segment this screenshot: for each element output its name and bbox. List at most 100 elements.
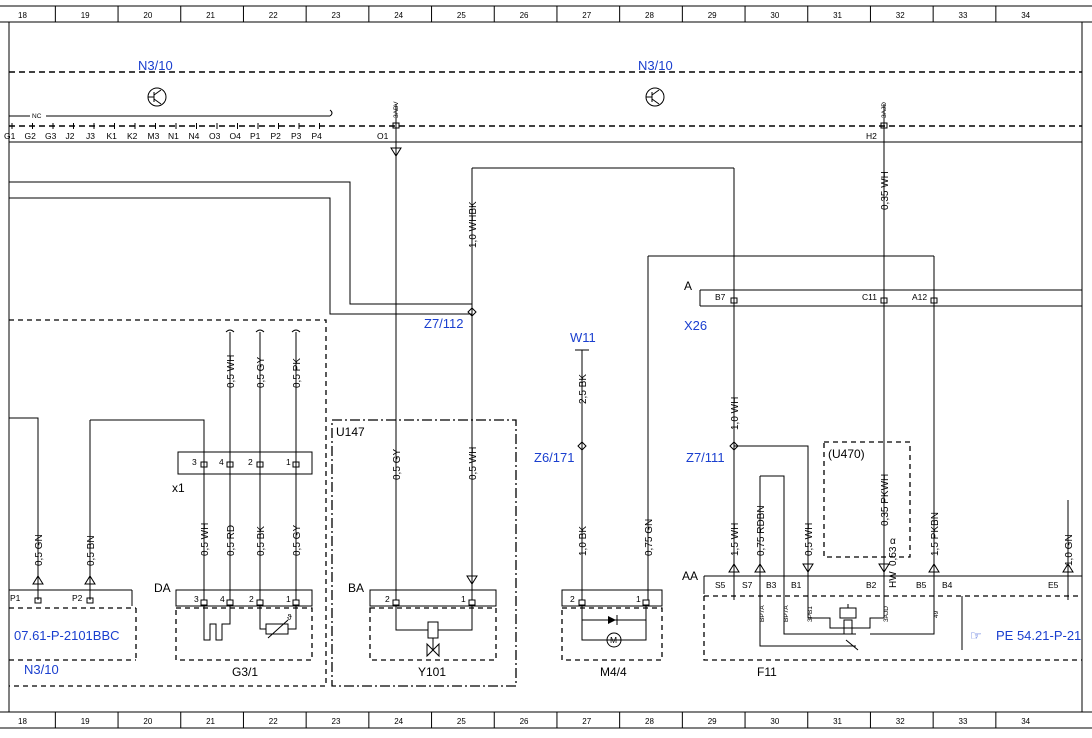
wire-label-05bn: 0,5 BN xyxy=(86,535,97,566)
grid-column-label: 21 xyxy=(206,717,215,726)
n3-10-label-left: N3/10 xyxy=(138,58,173,73)
wire-left-lower xyxy=(9,197,472,315)
g3-1-box xyxy=(175,607,313,661)
wire-label-10wh: 1,0 WH xyxy=(730,397,741,430)
grid-column-label: 25 xyxy=(457,11,466,20)
ntc-sensor-slash xyxy=(267,619,289,639)
grid-column-label: 18 xyxy=(18,717,27,726)
wire-05gn xyxy=(9,417,39,600)
wire-label-05wh-a: 0,5 WH xyxy=(226,355,237,388)
wire-label-035pkwh: 0,35 PKWH xyxy=(880,474,891,526)
f11-bp7a-1: BP7A xyxy=(759,605,766,622)
left-pin-p1: P1 xyxy=(10,593,21,603)
aa-pin-b2: B2 xyxy=(866,580,877,590)
wire-z7-111-branch xyxy=(734,445,809,600)
splice-z7-112 xyxy=(467,307,477,317)
x1-label: x1 xyxy=(172,481,185,495)
relay-coil-icon xyxy=(839,607,857,619)
grid-column-label: 22 xyxy=(269,717,278,726)
grid-column-label: 29 xyxy=(708,11,717,20)
wire-label-075rdbn: 0,75 RDBN xyxy=(756,505,767,556)
da-pin: 1 xyxy=(286,594,291,604)
x26-label: X26 xyxy=(684,318,707,333)
arrow-icons xyxy=(32,563,1074,585)
ecu-pin-label: M3 xyxy=(148,131,160,141)
f11-49: 49 xyxy=(933,610,940,618)
x26-pin-a12: A12 xyxy=(912,292,927,302)
grid-column-label: 24 xyxy=(394,11,403,20)
motor-icon xyxy=(606,632,622,648)
aa-pin-b3: B3 xyxy=(766,580,777,590)
ntc-sensor-icon xyxy=(265,623,289,635)
x1-pin: 2 xyxy=(248,457,253,467)
ecu-pin-label: G1 xyxy=(4,131,16,141)
wire-label-10gn: 1,0 GN xyxy=(1064,534,1075,566)
wire-label-15wh: 1,5 WH xyxy=(730,523,741,556)
wire-label-035wh-top: 0,35 WH xyxy=(880,171,891,210)
da-pin: 2 xyxy=(249,594,254,604)
ba-label: BA xyxy=(348,581,364,595)
grid-column-label: 20 xyxy=(143,11,152,20)
splice-z6-171 xyxy=(577,441,587,451)
arrow-y101 xyxy=(466,575,478,585)
x26-pin-b7: B7 xyxy=(715,292,726,302)
theta-symbol: ϑ xyxy=(287,612,292,622)
nc-label: NC xyxy=(32,113,42,120)
aa-pin-b4: B4 xyxy=(942,580,953,590)
m44-pin: 1 xyxy=(636,594,641,604)
ecu-pin-label: J2 xyxy=(66,131,75,141)
grid-column-label: 31 xyxy=(833,11,842,20)
ref-right: PE 54.21-P-21 xyxy=(996,628,1081,643)
wire-rdbn-top xyxy=(760,475,785,600)
ecu-pin-label: P4 xyxy=(312,131,323,141)
grid-column-label: 19 xyxy=(81,11,90,20)
da-pin: 4 xyxy=(220,594,225,604)
u147-box xyxy=(331,419,517,687)
wire-label-075gn: 0,75 GN xyxy=(644,519,655,556)
u470-box xyxy=(823,441,911,558)
z6-171-label: Z6/171 xyxy=(534,450,574,465)
wire-label-05wh-c: 0,5 WH xyxy=(804,523,815,556)
grid-column-label: 23 xyxy=(332,11,341,20)
f11-3pb1: 3PB1 xyxy=(807,606,814,622)
ecu-pin-label: P2 xyxy=(271,131,282,141)
grid-column-label: 34 xyxy=(1021,11,1030,20)
ecu-pin-label: G3 xyxy=(45,131,57,141)
da-label: DA xyxy=(154,581,171,595)
aa-pin-s7: S7 xyxy=(742,580,753,590)
x1-pin: 1 xyxy=(286,457,291,467)
transistor-icon xyxy=(645,87,665,107)
grid-column-label: 30 xyxy=(770,11,779,20)
alpha-symbol: α xyxy=(890,536,896,547)
grid-column-label: 20 xyxy=(143,717,152,726)
wire-label-10bk: 1,0 BK xyxy=(578,526,589,556)
x1-connector xyxy=(177,451,313,475)
wire-label-05wh-u147: 0,5 WH xyxy=(468,447,479,480)
da-connector xyxy=(175,589,313,607)
m4-4-label: M4/4 xyxy=(600,665,627,679)
grid-column-label: 26 xyxy=(520,717,529,726)
ecu-pin-label: O4 xyxy=(230,131,242,141)
wire-label-05bk: 0,5 BK xyxy=(256,526,267,556)
ecu-pin-label: G2 xyxy=(25,131,37,141)
ba-pin: 2 xyxy=(385,594,390,604)
wire-label-053: 0,53 xyxy=(888,546,899,566)
left-pin-p2: P2 xyxy=(72,593,83,603)
grid-column-label: 28 xyxy=(645,717,654,726)
m4-4-connector xyxy=(561,589,663,607)
valve-wiring xyxy=(395,606,473,631)
diode-icon xyxy=(608,616,616,624)
grid-column-label: 33 xyxy=(959,11,968,20)
sensor-wires xyxy=(225,329,301,600)
wire-label-05gy-a: 0,5 GY xyxy=(256,357,267,388)
z7-112-label: Z7/112 xyxy=(424,316,464,331)
aa-pin-e5: E5 xyxy=(1048,580,1059,590)
grid-column-label: 31 xyxy=(833,717,842,726)
aa-connector xyxy=(703,575,1082,594)
w11-label: W11 xyxy=(570,330,596,345)
grid-column-label: 23 xyxy=(332,717,341,726)
da-pin: 3 xyxy=(194,594,199,604)
y101-box xyxy=(369,607,497,661)
